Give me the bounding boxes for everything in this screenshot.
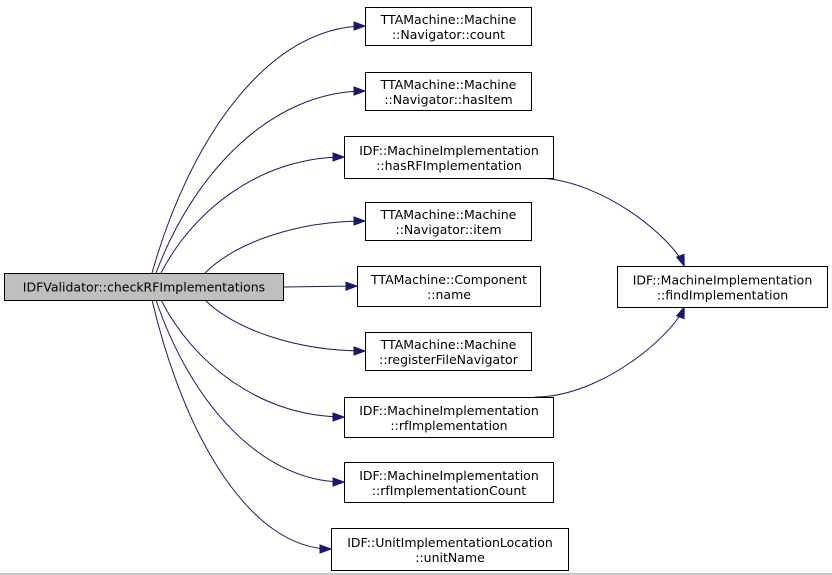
edge-rf-implementation-to-find-implementation: [534, 305, 685, 398]
node-label-line2: ::name: [427, 287, 471, 302]
node-box: [365, 332, 532, 371]
edge-root-to-rf-implementation-count: [155, 299, 346, 487]
node-label-line1: TTAMachine::Machine: [380, 207, 517, 222]
arrow-head: [319, 544, 333, 554]
node-item[interactable]: TTAMachine::Machine::Navigator::item: [365, 202, 532, 241]
node-box: [344, 136, 554, 179]
edge-line: [151, 299, 332, 550]
node-label-line1: TTAMachine::Machine: [380, 12, 517, 27]
node-label-line1: TTAMachine::Component: [370, 272, 527, 287]
edge-root-to-register-file-navigator: [204, 299, 367, 356]
arrow-head: [345, 281, 359, 291]
node-count[interactable]: TTAMachine::Machine::Navigator::count: [365, 7, 532, 46]
arrow-head: [675, 305, 685, 320]
node-unit-name[interactable]: IDF::UnitImplementationLocation::unitNam…: [331, 528, 569, 571]
node-label-line2: ::Navigator::item: [395, 222, 501, 237]
arrow-head: [332, 477, 346, 487]
node-rf-implementation[interactable]: IDF::MachineImplementation::rfImplementa…: [344, 397, 554, 438]
edge-line: [155, 90, 366, 274]
edge-root-to-name: [282, 281, 359, 291]
node-label-line2: ::registerFileNavigator: [379, 352, 519, 367]
node-label: IDFValidator::checkRFImplementations: [23, 280, 265, 295]
node-label-line1: IDF::MachineImplementation: [633, 273, 813, 288]
arrow-head: [675, 253, 685, 268]
edge-line: [151, 25, 366, 274]
bottom-divider: [0, 573, 832, 575]
edge-line: [160, 156, 345, 274]
edge-line: [534, 177, 685, 267]
edge-root-to-count: [151, 21, 367, 274]
node-box: [344, 462, 554, 503]
node-label-line1: IDF::MachineImplementation: [359, 403, 539, 418]
edge-root-to-has-rfimplementation: [160, 152, 346, 274]
node-register-file-navigator[interactable]: TTAMachine::Machine::registerFileNavigat…: [365, 332, 532, 371]
node-box: [617, 266, 828, 308]
edge-root-to-has-item: [155, 86, 367, 274]
edge-root-to-rf-implementation: [160, 299, 346, 422]
node-box: [344, 397, 554, 438]
arrow-head: [353, 216, 367, 226]
node-rf-implementation-count[interactable]: IDF::MachineImplementation::rfImplementa…: [344, 462, 554, 503]
node-box: [365, 72, 532, 111]
edge-line: [160, 299, 345, 418]
edge-root-to-item: [204, 216, 367, 274]
node-label-line2: ::findImplementation: [657, 288, 788, 303]
edge-line: [204, 299, 366, 352]
edge-has-rfimplementation-to-find-implementation: [534, 177, 685, 268]
edge-line: [534, 306, 685, 398]
node-label-line1: IDF::UnitImplementationLocation: [347, 535, 553, 550]
node-has-item[interactable]: TTAMachine::Machine::Navigator::hasItem: [365, 72, 532, 111]
node-box: [357, 266, 541, 307]
node-box: [331, 528, 569, 571]
node-label-line2: ::hasRFImplementation: [376, 158, 522, 173]
node-name[interactable]: TTAMachine::Component::name: [357, 266, 541, 307]
node-label-line1: TTAMachine::Machine: [380, 337, 517, 352]
node-label-line2: ::unitName: [415, 550, 485, 565]
arrow-head: [353, 346, 367, 356]
arrow-head: [353, 21, 367, 31]
node-label-line2: ::rfImplementation: [390, 418, 507, 433]
edge-line: [204, 220, 366, 274]
node-box: [365, 202, 532, 241]
arrow-head: [332, 412, 346, 422]
edge-root-to-unit-name: [151, 299, 333, 554]
node-label-line2: ::Navigator::count: [392, 27, 505, 42]
node-find-implementation[interactable]: IDF::MachineImplementation::findImplemen…: [617, 266, 828, 308]
node-label-line1: TTAMachine::Machine: [380, 77, 517, 92]
node-label-line2: ::Navigator::hasItem: [384, 92, 512, 107]
edge-line: [155, 299, 345, 483]
node-box: [365, 7, 532, 46]
node-label-line2: ::rfImplementationCount: [372, 483, 526, 498]
edge-line: [282, 285, 358, 288]
node-root-check-rf-implementations[interactable]: IDFValidator::checkRFImplementations: [4, 273, 284, 301]
call-edges: [151, 21, 685, 554]
call-nodes: IDFValidator::checkRFImplementationsTTAM…: [4, 7, 828, 571]
arrow-head: [332, 152, 346, 162]
node-has-rfimplementation[interactable]: IDF::MachineImplementation::hasRFImpleme…: [344, 136, 554, 179]
node-box: [4, 273, 284, 301]
arrow-head: [353, 86, 367, 96]
node-label-line1: IDF::MachineImplementation: [359, 468, 539, 483]
node-label-line1: IDF::MachineImplementation: [359, 143, 539, 158]
